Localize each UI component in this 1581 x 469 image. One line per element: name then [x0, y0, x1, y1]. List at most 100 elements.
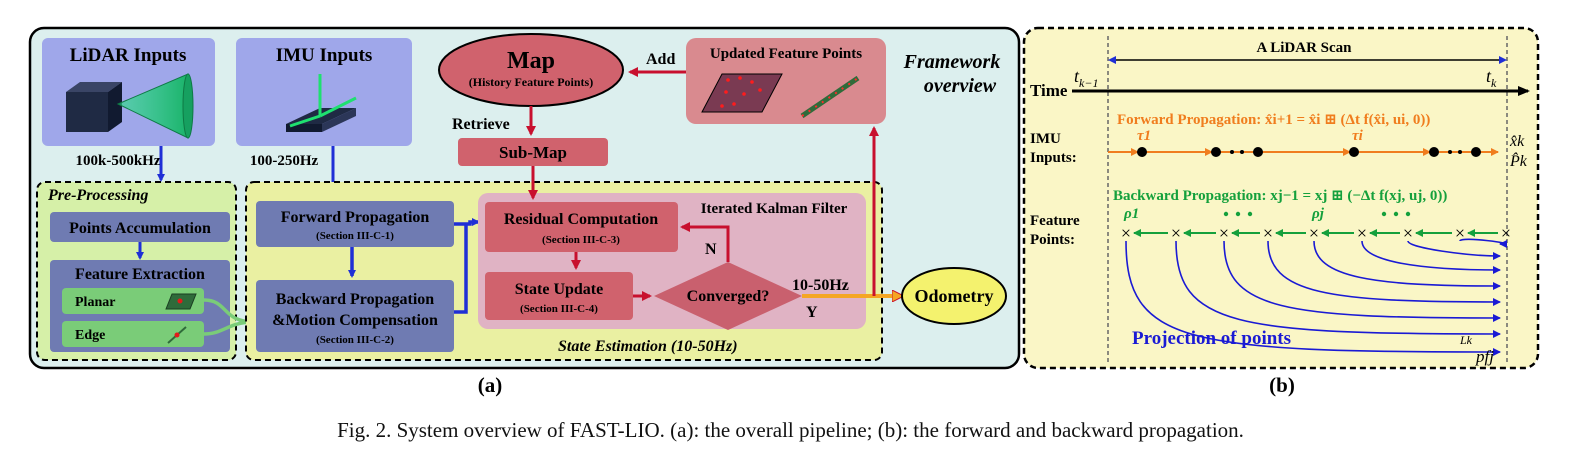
add-label: Add — [646, 51, 675, 68]
submap-box — [458, 138, 608, 166]
map-subtitle: (History Feature Points) — [469, 75, 593, 89]
projection-curve — [1313, 240, 1501, 290]
residual-computation-box — [485, 202, 678, 252]
odometry-label: Odometry — [915, 286, 994, 306]
lidar-icon — [66, 73, 194, 139]
imu-inputs-title: IMU Inputs — [276, 45, 373, 66]
feature-point-marker: × — [1263, 223, 1273, 243]
planar-icon — [165, 293, 197, 310]
forward-propagation-box — [256, 201, 454, 247]
rho1-label: ρ1 — [1123, 206, 1139, 222]
projection-curve — [1407, 240, 1501, 260]
feature-point-marker: × — [1403, 223, 1413, 243]
panel-b: A LiDAR Scan Time tk−1 tk IMU Inputs: Fo… — [1022, 26, 1540, 370]
panel-a-label: (a) — [478, 373, 503, 397]
feature-point-marker: × — [1501, 223, 1511, 243]
backward-propagation-line2: &Motion Compensation — [272, 312, 438, 329]
imu-inputs-label-line1: IMU — [1030, 131, 1061, 147]
framework-title-line1: Framework — [903, 51, 1001, 73]
imu-sample-dot — [1211, 147, 1221, 157]
map-title: Map — [507, 48, 555, 74]
n-label: N — [705, 241, 717, 258]
imu-ellipsis-dot — [1448, 150, 1452, 154]
state-update-section: (Section III-C-4) — [520, 303, 598, 315]
forward-propagation-title: Forward Propagation — [281, 209, 430, 226]
imu-rate: 100-250Hz — [250, 153, 319, 169]
edge-icon — [167, 326, 187, 344]
projection-curve — [1175, 240, 1501, 338]
x-k-hat-label: x̂k — [1509, 133, 1525, 150]
projection-curve — [1361, 240, 1501, 274]
imu-sample-dot — [1253, 147, 1263, 157]
feature-point-marker: × — [1171, 223, 1181, 243]
imu-sample-dot — [1429, 147, 1439, 157]
edge-label: Edge — [75, 328, 105, 343]
rhoj-label: ρj — [1311, 206, 1325, 222]
imu-ellipsis-dot — [1458, 150, 1462, 154]
freq-label: 10-50Hz — [792, 277, 849, 294]
imu-ellipsis-dot — [1230, 150, 1234, 154]
feature-point-marker: × — [1219, 223, 1229, 243]
figure-caption: Fig. 2. System overview of FAST-LIO. (a)… — [337, 418, 1244, 442]
updated-features-title: Updated Feature Points — [710, 46, 862, 62]
imu-inputs-label-line2: Inputs: — [1030, 150, 1077, 166]
state-update-box — [485, 272, 633, 320]
framework-title-line2: overview — [924, 75, 997, 97]
lidar-rate: 100k-500kHz — [75, 153, 160, 169]
projection-curve — [1459, 238, 1508, 248]
projection-curve — [1267, 240, 1501, 306]
t-prev-label: tk−1 — [1074, 66, 1098, 90]
feature-point-marker: × — [1309, 223, 1319, 243]
points-accumulation-box — [50, 212, 230, 242]
converged-label: Converged? — [687, 288, 770, 305]
taui-label: τi — [1352, 128, 1364, 144]
ikf-title: Iterated Kalman Filter — [701, 201, 848, 217]
feature-ellipsis-top — [1223, 211, 1411, 217]
p-k-hat-label: P̂k — [1509, 151, 1528, 170]
imu-timeline — [1108, 147, 1499, 157]
imu-inputs-box — [236, 38, 412, 146]
projection-curve — [1223, 240, 1501, 322]
backward-propagation-formula: Backward Propagation: xj−1 = xj ⊞ (−Δt f… — [1113, 188, 1447, 204]
panel-b-label: (b) — [1269, 373, 1295, 397]
imu-sample-dot — [1471, 147, 1481, 157]
residual-computation-section: (Section III-C-3) — [542, 234, 620, 246]
preprocessing-title: Pre-Processing — [47, 187, 148, 204]
not-converged-loop-arrow — [680, 222, 730, 262]
points-accumulation-label: Points Accumulation — [69, 220, 211, 237]
edge-box — [62, 321, 204, 347]
tau1-label: τ1 — [1137, 128, 1151, 144]
submap-label: Sub-Map — [499, 143, 567, 162]
lk-label: Lk — [1459, 333, 1473, 347]
backward-propagation-line1: Backward Propagation — [276, 291, 434, 308]
forward-propagation-section: (Section III-C-1) — [316, 230, 394, 242]
updated-features-icon — [701, 73, 860, 119]
backward-propagation-box — [256, 280, 454, 352]
forward-propagation-formula: Forward Propagation: x̂i+1 = x̂i ⊞ (Δt f… — [1117, 112, 1430, 128]
imu-sample-dot — [1137, 147, 1147, 157]
feature-point-row: ××××××××× — [1121, 223, 1511, 243]
t-k-label: tk — [1486, 66, 1497, 90]
feature-point-marker: × — [1357, 223, 1367, 243]
feature-points-label-line2: Points: — [1030, 232, 1075, 248]
propagation-to-residual-arrow — [454, 218, 480, 226]
projection-curves — [1125, 238, 1508, 356]
imu-ellipsis-dot — [1240, 150, 1244, 154]
feature-extraction-label: Feature Extraction — [75, 266, 205, 283]
backward-to-residual-arrow — [454, 224, 468, 314]
imu-sample-dot — [1349, 147, 1359, 157]
backward-propagation-section: (Section III-C-2) — [316, 334, 394, 346]
projection-label: Projection of points — [1132, 328, 1291, 349]
state-estimation-title: State Estimation (10-50Hz) — [558, 338, 738, 355]
y-label: Y — [806, 304, 818, 321]
scan-title: A LiDAR Scan — [1256, 40, 1352, 56]
time-label: Time — [1030, 81, 1068, 100]
converged-diamond — [654, 262, 802, 330]
pfj-label: pfj — [1475, 347, 1494, 366]
planar-label: Planar — [75, 295, 115, 310]
retrieve-label: Retrieve — [452, 116, 510, 133]
imu-icon — [286, 74, 357, 132]
feature-point-marker: × — [1121, 223, 1131, 243]
state-update-title: State Update — [515, 281, 603, 298]
